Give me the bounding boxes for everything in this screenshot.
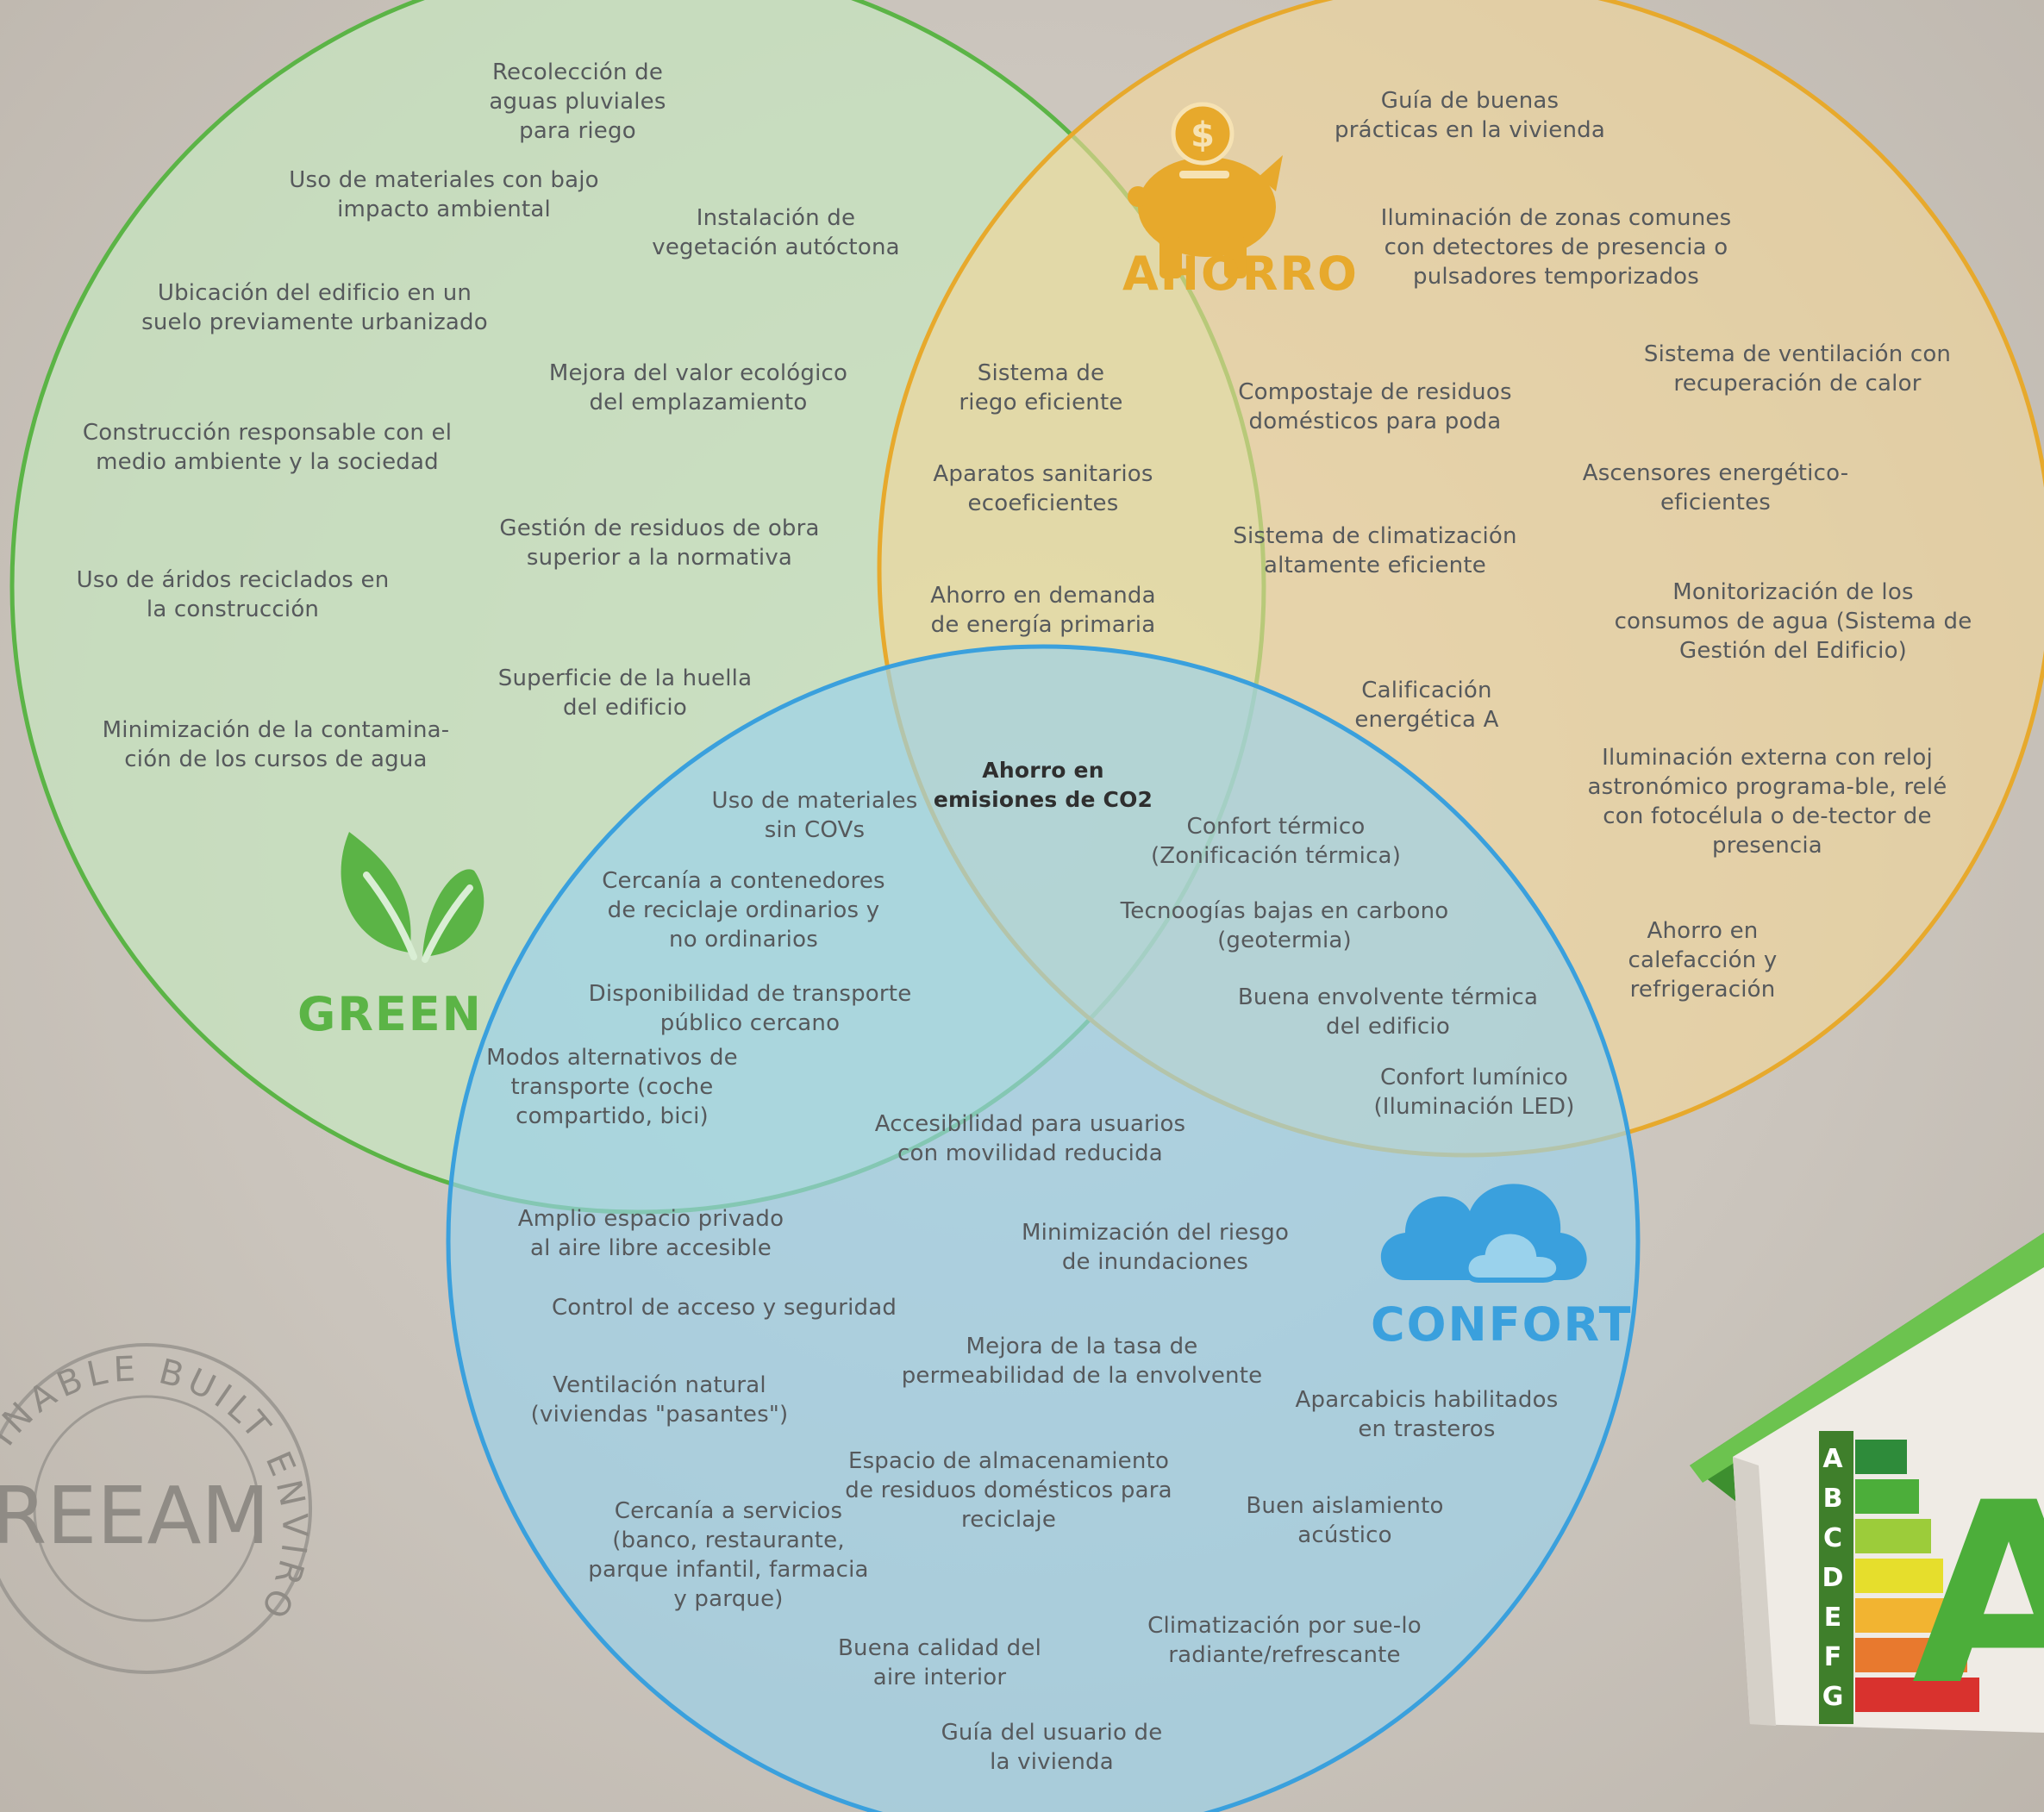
energy-bar-b <box>1855 1479 1919 1514</box>
category-confort: CONFORT <box>1371 1297 1633 1352</box>
center-item: Ahorro en emisiones de CO2 <box>933 758 1153 812</box>
confort-circle <box>446 644 1641 1812</box>
green-item: Gestión de residuos de obra superior a l… <box>499 515 820 571</box>
green-item: Mejora del valor ecológico del emplazami… <box>548 360 848 416</box>
ahorro-item: Sistema de ventilación con recuperación … <box>1643 341 1952 397</box>
ahorro-item: Monitorización de los consumos de agua (… <box>1614 579 1972 664</box>
energy-bar-e <box>1855 1598 1955 1633</box>
category-green: GREEN <box>297 987 483 1041</box>
ahorro-confort-item: Tecnoogías bajas en carbono (geotermia) <box>1120 898 1449 953</box>
confort-item: Amplio espacio privado al aire libre acc… <box>517 1206 784 1261</box>
energy-letter-f: F <box>1824 1642 1842 1672</box>
energy-letter-g: G <box>1822 1682 1844 1712</box>
energy-letter-b: B <box>1823 1484 1843 1514</box>
energy-letter-c: C <box>1823 1523 1842 1553</box>
green-item: Construcción responsable con el medio am… <box>82 420 453 475</box>
confort-item: Espacio de almacenamiento de residuos do… <box>845 1448 1172 1533</box>
green-item: Uso de áridos reciclados en la construcc… <box>76 567 390 622</box>
confort-item: Mejora de la tasa de permeabilidad de la… <box>901 1334 1263 1389</box>
green-confort-item: Cercanía a contenedores de reciclaje ord… <box>602 868 885 953</box>
energy-big-letter: A <box>1912 1450 2044 1740</box>
confort-item: Accesibilidad para usuarios con movilida… <box>874 1111 1186 1166</box>
green-confort-item: Uso de materiales sin COVs <box>711 788 918 843</box>
ahorro-item: Ascensores energético-eficientes <box>1582 460 1849 515</box>
ahorro-confort-item: Confort térmico (Zonificación térmica) <box>1150 814 1402 869</box>
ahorro-confort-item: Confort lumínico (Iluminación LED) <box>1373 1065 1575 1120</box>
confort-item: Guía del usuario de la vivienda <box>941 1720 1163 1775</box>
confort-item: Buen aislamiento acústico <box>1246 1493 1444 1548</box>
energy-bar-a <box>1855 1440 1907 1474</box>
leaf-icon <box>341 832 484 963</box>
piggy-bank-icon: $ <box>1128 102 1283 278</box>
cloud-icon <box>1380 1184 1587 1283</box>
ahorro-item: Guía de buenas prácticas en la vivienda <box>1335 88 1605 143</box>
energy-letter-e: E <box>1824 1603 1842 1633</box>
green-item: Uso de materiales con bajo impacto ambie… <box>289 167 599 222</box>
confort-item: Climatización por sue-lo radiante/refres… <box>1147 1613 1422 1668</box>
green-confort-item: Disponibilidad de transporte público cer… <box>588 981 912 1036</box>
ahorro-item: Sistema de climatización altamente efici… <box>1233 523 1517 578</box>
green-item: Instalación de vegetación autóctona <box>652 205 900 260</box>
confort-item: Minimización del riesgo de inundaciones <box>1021 1220 1290 1275</box>
ahorro-confort-item: Buena envolvente térmica del edificio <box>1237 984 1539 1040</box>
category-ahorro: AHORRO <box>1122 247 1359 301</box>
green-ahorro-item: Sistema de riego eficiente <box>959 360 1123 416</box>
confort-item: Buena calidad del aire interior <box>838 1635 1041 1690</box>
ahorro-item: Iluminación externa con reloj astronómic… <box>1587 745 1947 859</box>
green-item: Superficie de la huella del edificio <box>497 665 753 721</box>
energy-bar-f <box>1855 1638 1967 1672</box>
confort-item: Control de acceso y seguridad <box>551 1295 897 1321</box>
energy-bar-g <box>1855 1678 1979 1712</box>
confort-item: Aparcabicis habilitados en trasteros <box>1295 1387 1559 1442</box>
green-confort-item: Modos alternativos de transporte (coche … <box>486 1045 738 1129</box>
confort-item: Cercanía a servicios (banco, restaurante… <box>588 1498 869 1612</box>
ahorro-item: Calificación energética A <box>1354 678 1499 733</box>
energy-bar-c <box>1855 1519 1931 1553</box>
breeam-name: BREEAM <box>0 1470 270 1562</box>
green-ahorro-item: Aparatos sanitarios ecoeficientes <box>933 461 1153 516</box>
ahorro-item: Ahorro en calefacción y refrigeración <box>1628 918 1778 1003</box>
energy-letter-a: A <box>1822 1444 1843 1474</box>
ahorro-item: Compostaje de residuos domésticos para p… <box>1238 379 1512 434</box>
svg-text:$: $ <box>1191 116 1215 155</box>
green-item: Recolección de aguas pluviales para rieg… <box>489 59 666 144</box>
green-item: Minimización de la contamina-ción de los… <box>102 717 450 772</box>
green-item: Ubicación del edificio en un suelo previ… <box>141 280 488 335</box>
energy-letter-d: D <box>1822 1563 1844 1593</box>
energy-bar-d <box>1855 1559 1943 1593</box>
ahorro-item: Iluminación de zonas comunes con detecto… <box>1380 205 1732 290</box>
confort-item: Ventilación natural (viviendas "pasantes… <box>530 1372 789 1428</box>
green-ahorro-item: Ahorro en demanda de energía primaria <box>930 583 1156 638</box>
